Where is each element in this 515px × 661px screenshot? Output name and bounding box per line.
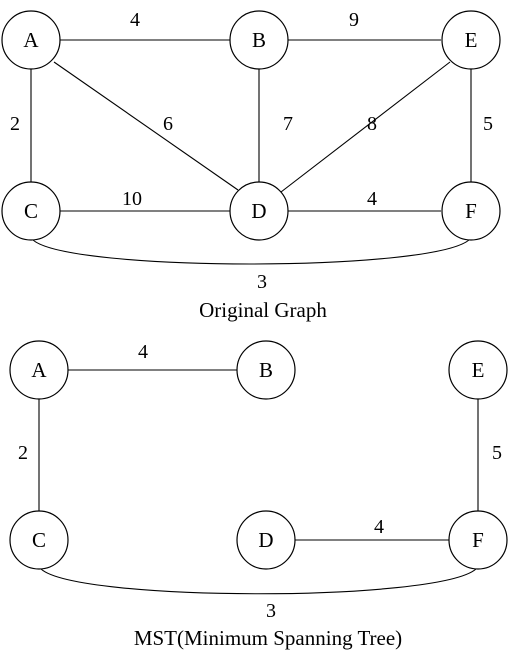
original-graph-caption: Original Graph: [199, 298, 327, 322]
node-a: A: [1, 10, 61, 70]
mst-node-d: D: [236, 510, 296, 570]
node-d: D: [229, 181, 289, 241]
edge-a-d: [53, 61, 239, 191]
weight-e-d: 8: [367, 113, 377, 135]
mst-weight-e-f: 5: [492, 442, 502, 464]
node-b: B: [229, 10, 289, 70]
mst-weight-a-c: 2: [18, 442, 28, 464]
mst-edge-c-f: [40, 568, 477, 595]
weight-d-f: 4: [367, 188, 377, 210]
mst-node-b-label: B: [259, 358, 273, 382]
node-f-label: F: [465, 199, 477, 223]
original-graph: 4 9 2 6 7 8 5 10 4 3 A B E C D: [1, 9, 501, 322]
node-d-label: D: [251, 199, 266, 223]
weight-a-d: 6: [163, 113, 173, 135]
edge-e-d: [280, 61, 451, 193]
node-f: F: [441, 181, 501, 241]
mst-node-d-label: D: [258, 528, 273, 552]
mst-node-f-label: F: [472, 528, 484, 552]
mst-weight-d-f: 4: [374, 516, 384, 538]
weight-a-b: 4: [130, 9, 140, 31]
mst-node-a: A: [9, 340, 69, 400]
node-c-label: C: [24, 199, 38, 223]
mst-node-e-label: E: [472, 358, 485, 382]
mst-caption: MST(Minimum Spanning Tree): [134, 626, 402, 650]
mst-node-a-label: A: [31, 358, 47, 382]
weight-a-c: 2: [10, 113, 20, 135]
node-e-label: E: [465, 28, 478, 52]
weight-e-f: 5: [483, 113, 493, 135]
node-e: E: [441, 10, 501, 70]
mst-node-b: B: [236, 340, 296, 400]
weight-b-e: 9: [349, 9, 359, 31]
mst-node-c-label: C: [32, 528, 46, 552]
mst-graph: 4 2 5 4 3 A B E C D F MST(Minimum S: [9, 340, 508, 650]
node-a-label: A: [23, 28, 39, 52]
node-c: C: [1, 181, 61, 241]
weight-c-f: 3: [257, 271, 267, 293]
weight-c-d: 10: [122, 188, 142, 210]
mst-node-c: C: [9, 510, 69, 570]
mst-weight-c-f: 3: [266, 600, 276, 622]
edge-c-f: [32, 239, 470, 265]
weight-b-d: 7: [283, 113, 293, 135]
node-b-label: B: [252, 28, 266, 52]
mst-node-f: F: [448, 510, 508, 570]
mst-node-e: E: [448, 340, 508, 400]
mst-weight-a-b: 4: [138, 341, 148, 363]
